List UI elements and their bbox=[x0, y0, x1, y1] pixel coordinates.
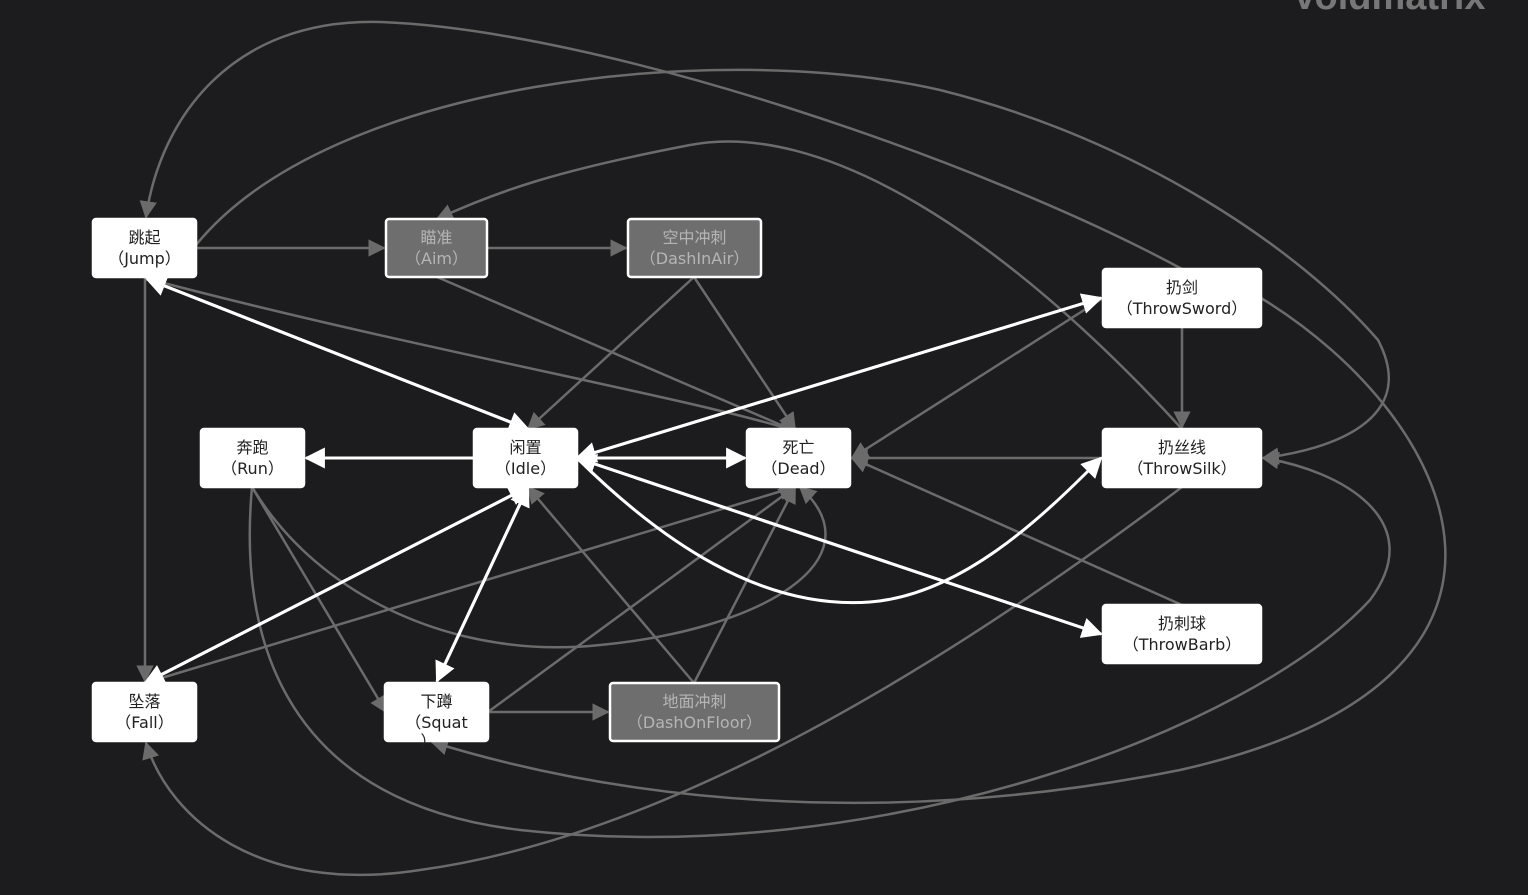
edge-squat-to-dead bbox=[487, 485, 797, 714]
node-throwsword[interactable]: 扔剑 （ThrowSword） bbox=[1101, 267, 1263, 329]
node-throwsword-box[interactable] bbox=[1101, 267, 1263, 329]
node-dashonfloor-box[interactable] bbox=[608, 681, 781, 743]
node-idle-sub: （Idle） bbox=[495, 459, 556, 478]
node-run-name: 奔跑 bbox=[236, 438, 268, 457]
node-dead-box[interactable] bbox=[745, 427, 852, 489]
node-squat-box[interactable] bbox=[383, 681, 490, 743]
node-run-sub: （Run） bbox=[221, 459, 284, 478]
edge-run-to-throwsilk bbox=[248, 451, 1391, 839]
node-jump[interactable]: 跳起 （Jump） bbox=[91, 217, 198, 279]
edge-throwsword-to-jump bbox=[139, 20, 1183, 271]
node-throwsilk-sub: （ThrowSilk） bbox=[1127, 459, 1236, 478]
node-run-box[interactable] bbox=[199, 427, 306, 489]
node-squat-sub: （Squat bbox=[405, 713, 468, 732]
edge-dashonfloor-to-idle bbox=[526, 485, 695, 684]
node-throwbarb-box[interactable] bbox=[1101, 603, 1263, 665]
node-dashonfloor[interactable]: 地面冲刺 （DashOnFloor） bbox=[608, 681, 781, 743]
node-squat-sub2: ） bbox=[420, 732, 436, 751]
node-dashonfloor-name: 地面冲刺 bbox=[662, 692, 726, 711]
node-dashinair-sub: （DashInAir） bbox=[640, 249, 749, 268]
node-squat[interactable]: 下蹲 （Squat） bbox=[383, 681, 490, 751]
edge-fall-to-idle bbox=[144, 485, 530, 685]
node-idle-name: 闲置 bbox=[509, 438, 541, 457]
node-fall[interactable]: 坠落 （Fall） bbox=[91, 681, 198, 743]
node-aim-box[interactable] bbox=[384, 217, 489, 279]
edge-dashinair-to-dead bbox=[692, 276, 797, 431]
node-throwbarb[interactable]: 扔刺球 （ThrowBarb） bbox=[1101, 603, 1263, 665]
nodes: 跳起 （Jump） 瞄准 （Aim） 空中冲刺 （DashInAir） 扔剑 （ThrowSw… bbox=[91, 217, 1263, 751]
node-fall-box[interactable] bbox=[91, 681, 198, 743]
edge-aim-to-dead bbox=[436, 275, 797, 433]
node-jump-name: 跳起 bbox=[128, 228, 160, 247]
node-run[interactable]: 奔跑 （Run） bbox=[199, 427, 306, 489]
edge-squat-to-idle bbox=[435, 485, 530, 682]
edge-throwsword-to-squat bbox=[430, 296, 1447, 805]
node-squat-name: 下蹲 bbox=[420, 692, 452, 711]
node-throwsilk-box[interactable] bbox=[1101, 427, 1263, 489]
node-throwbarb-sub: （ThrowBarb） bbox=[1123, 635, 1242, 654]
edges-active bbox=[143, 276, 1104, 685]
edge-run-to-dead bbox=[250, 485, 827, 649]
edge-throwsilk-to-aim bbox=[435, 140, 1183, 430]
node-idle[interactable]: 闲置 （Idle） bbox=[472, 427, 579, 489]
edge-dashonfloor-to-dead bbox=[692, 485, 797, 684]
edge-jump-to-idle bbox=[146, 277, 530, 432]
edge-throwsword-to-idle bbox=[574, 296, 1102, 463]
node-dashinair-name: 空中冲刺 bbox=[662, 228, 726, 247]
node-jump-sub: （Jump） bbox=[108, 249, 181, 268]
node-fall-sub: （Fall） bbox=[115, 713, 173, 732]
edge-jump-to-dead bbox=[159, 280, 797, 435]
edge-throwbarb-to-idle bbox=[575, 454, 1102, 636]
node-aim-sub: （Aim） bbox=[405, 249, 468, 268]
edge-throwsword-to-dead bbox=[850, 296, 1104, 460]
node-throwsword-name: 扔剑 bbox=[1166, 278, 1198, 297]
node-throwsilk-name: 扔丝线 bbox=[1158, 438, 1206, 457]
node-dead[interactable]: 死亡 （Dead） bbox=[745, 427, 852, 489]
edge-throwsilk-to-fall bbox=[142, 486, 1183, 876]
edge-run-to-squat bbox=[250, 486, 388, 714]
edge-fall-to-dead bbox=[144, 483, 797, 685]
edge-throwbarb-to-dead bbox=[850, 456, 1183, 607]
edges-inactive bbox=[136, 20, 1447, 876]
node-dashinair-box[interactable] bbox=[626, 217, 763, 279]
node-dashinair[interactable]: 空中冲刺 （DashInAir） bbox=[626, 217, 763, 279]
node-fall-name: 坠落 bbox=[128, 692, 160, 711]
node-jump-box[interactable] bbox=[91, 217, 198, 279]
node-throwbarb-name: 扔刺球 bbox=[1158, 614, 1206, 633]
node-dead-sub: （Dead） bbox=[761, 459, 835, 478]
node-throwsilk[interactable]: 扔丝线 （ThrowSilk） bbox=[1101, 427, 1263, 489]
node-idle-box[interactable] bbox=[472, 427, 579, 489]
node-dashonfloor-sub: （DashOnFloor） bbox=[627, 713, 762, 732]
edge-jump-to-throwsilk bbox=[195, 68, 1390, 465]
node-dead-name: 死亡 bbox=[782, 438, 814, 457]
edge-idle-to-throwsilk bbox=[575, 456, 1103, 605]
node-aim[interactable]: 瞄准 （Aim） bbox=[384, 217, 489, 279]
node-aim-name: 瞄准 bbox=[420, 228, 452, 247]
edge-dashinair-to-idle bbox=[526, 276, 695, 431]
node-throwsword-sub: （ThrowSword） bbox=[1117, 299, 1248, 318]
watermark-text: Voidmatrix bbox=[1292, 0, 1486, 19]
